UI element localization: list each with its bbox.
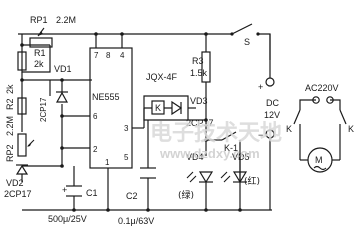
motor-label: M — [315, 155, 323, 165]
r3-resistor: R3 1.5k — [190, 51, 211, 83]
dc-minus: − — [258, 130, 263, 140]
vd1-diode: VD1 2CP17 — [39, 64, 72, 122]
ic-pin-7: 7 — [94, 51, 99, 60]
ic-pin-3: 3 — [124, 124, 129, 133]
r3-value: 1.5k — [190, 68, 208, 78]
r1-resistor: R1 2k — [17, 48, 46, 71]
r3-ref: R3 — [192, 56, 204, 66]
r2-value: 2k — [5, 84, 15, 94]
ac-k-right: K — [348, 124, 354, 134]
relay-ref: JQX-4F — [146, 72, 178, 82]
dc-plus: + — [258, 82, 263, 92]
k1-contact: K-1 — [221, 131, 238, 153]
c2-capacitor: C2 0.1μ/63V — [118, 167, 156, 226]
ac-motor-circuit: AC220V K K M — [286, 83, 354, 173]
junction-dots — [20, 32, 242, 212]
vd1-value: 2CP17 — [39, 97, 48, 122]
r2-ref: R2 — [5, 98, 15, 110]
vd4-color: (绿) — [178, 189, 194, 201]
ic-pin-6: 6 — [93, 112, 98, 121]
c2-value: 0.1μ/63V — [118, 216, 154, 226]
vd4-led: VD4 (绿) — [178, 152, 214, 201]
vd2-ref: VD2 — [6, 178, 24, 188]
vd4-ref: VD4 — [186, 152, 204, 162]
c1-plus: + — [62, 185, 67, 195]
ic-pin-8: 8 — [106, 51, 111, 60]
r1-value: 2k — [34, 59, 44, 69]
c2-ref: C2 — [126, 191, 138, 201]
watermark-url: www.dzdxy.com — [159, 146, 260, 161]
vd1-ref: VD1 — [54, 64, 72, 74]
ic-pin-2: 2 — [93, 145, 98, 154]
switch-ref: S — [244, 37, 250, 47]
c1-value: 500μ/25V — [48, 214, 87, 224]
vd2-value: 2CP17 — [4, 189, 32, 199]
vd5-led: VD5 (红) — [220, 152, 260, 187]
vd5-color: (红) — [244, 175, 260, 187]
r2-resistor: R2 2k — [5, 84, 27, 115]
ac-k-left: K — [286, 124, 292, 134]
dc-voltage: 12V — [264, 110, 280, 120]
relay-jqx-4f: K JQX-4F VD3 2CP17 — [144, 72, 214, 128]
watermark: 电子技术天地 www.dzdxy.com — [150, 121, 282, 161]
rp1-ref: RP1 — [30, 15, 48, 25]
rp2-ref: RP2 — [5, 144, 15, 162]
ic-ref: NE555 — [92, 92, 120, 102]
watermark-text: 电子技术天地 — [150, 121, 282, 146]
rp1-potentiometer: RP1 2.2M — [29, 15, 76, 48]
ic-pin-4: 4 — [120, 51, 125, 60]
rp1-value: 2.2M — [56, 15, 76, 25]
rp2-potentiometer: RP2 2.2M — [5, 116, 35, 162]
circuit-schematic: RP1 2.2M R1 2k VD1 2CP17 R2 2k RP2 2.2M … — [4, 15, 354, 226]
ne555-ic: 7 8 4 6 3 2 1 5 NE555 — [89, 47, 133, 169]
ac-label: AC220V — [305, 83, 339, 93]
vd3-value: 2CP17 — [186, 118, 214, 128]
dc-supply: + − DC 12V — [258, 77, 280, 140]
relay-coil-label: K — [155, 103, 161, 113]
rp2-value: 2.2M — [5, 116, 15, 136]
vd2-diode: VD2 2CP17 — [4, 164, 32, 199]
switch-s: S — [230, 23, 260, 47]
c1-ref: C1 — [86, 188, 98, 198]
ic-pin-5: 5 — [124, 153, 129, 162]
k1-ref: K-1 — [224, 143, 238, 153]
vd5-ref: VD5 — [232, 152, 250, 162]
ic-pin-1: 1 — [105, 158, 110, 167]
dc-label: DC — [266, 98, 279, 108]
c1-capacitor: + C1 500μ/25V — [48, 185, 98, 224]
r1-ref: R1 — [34, 48, 46, 58]
vd3-ref: VD3 — [190, 96, 208, 106]
